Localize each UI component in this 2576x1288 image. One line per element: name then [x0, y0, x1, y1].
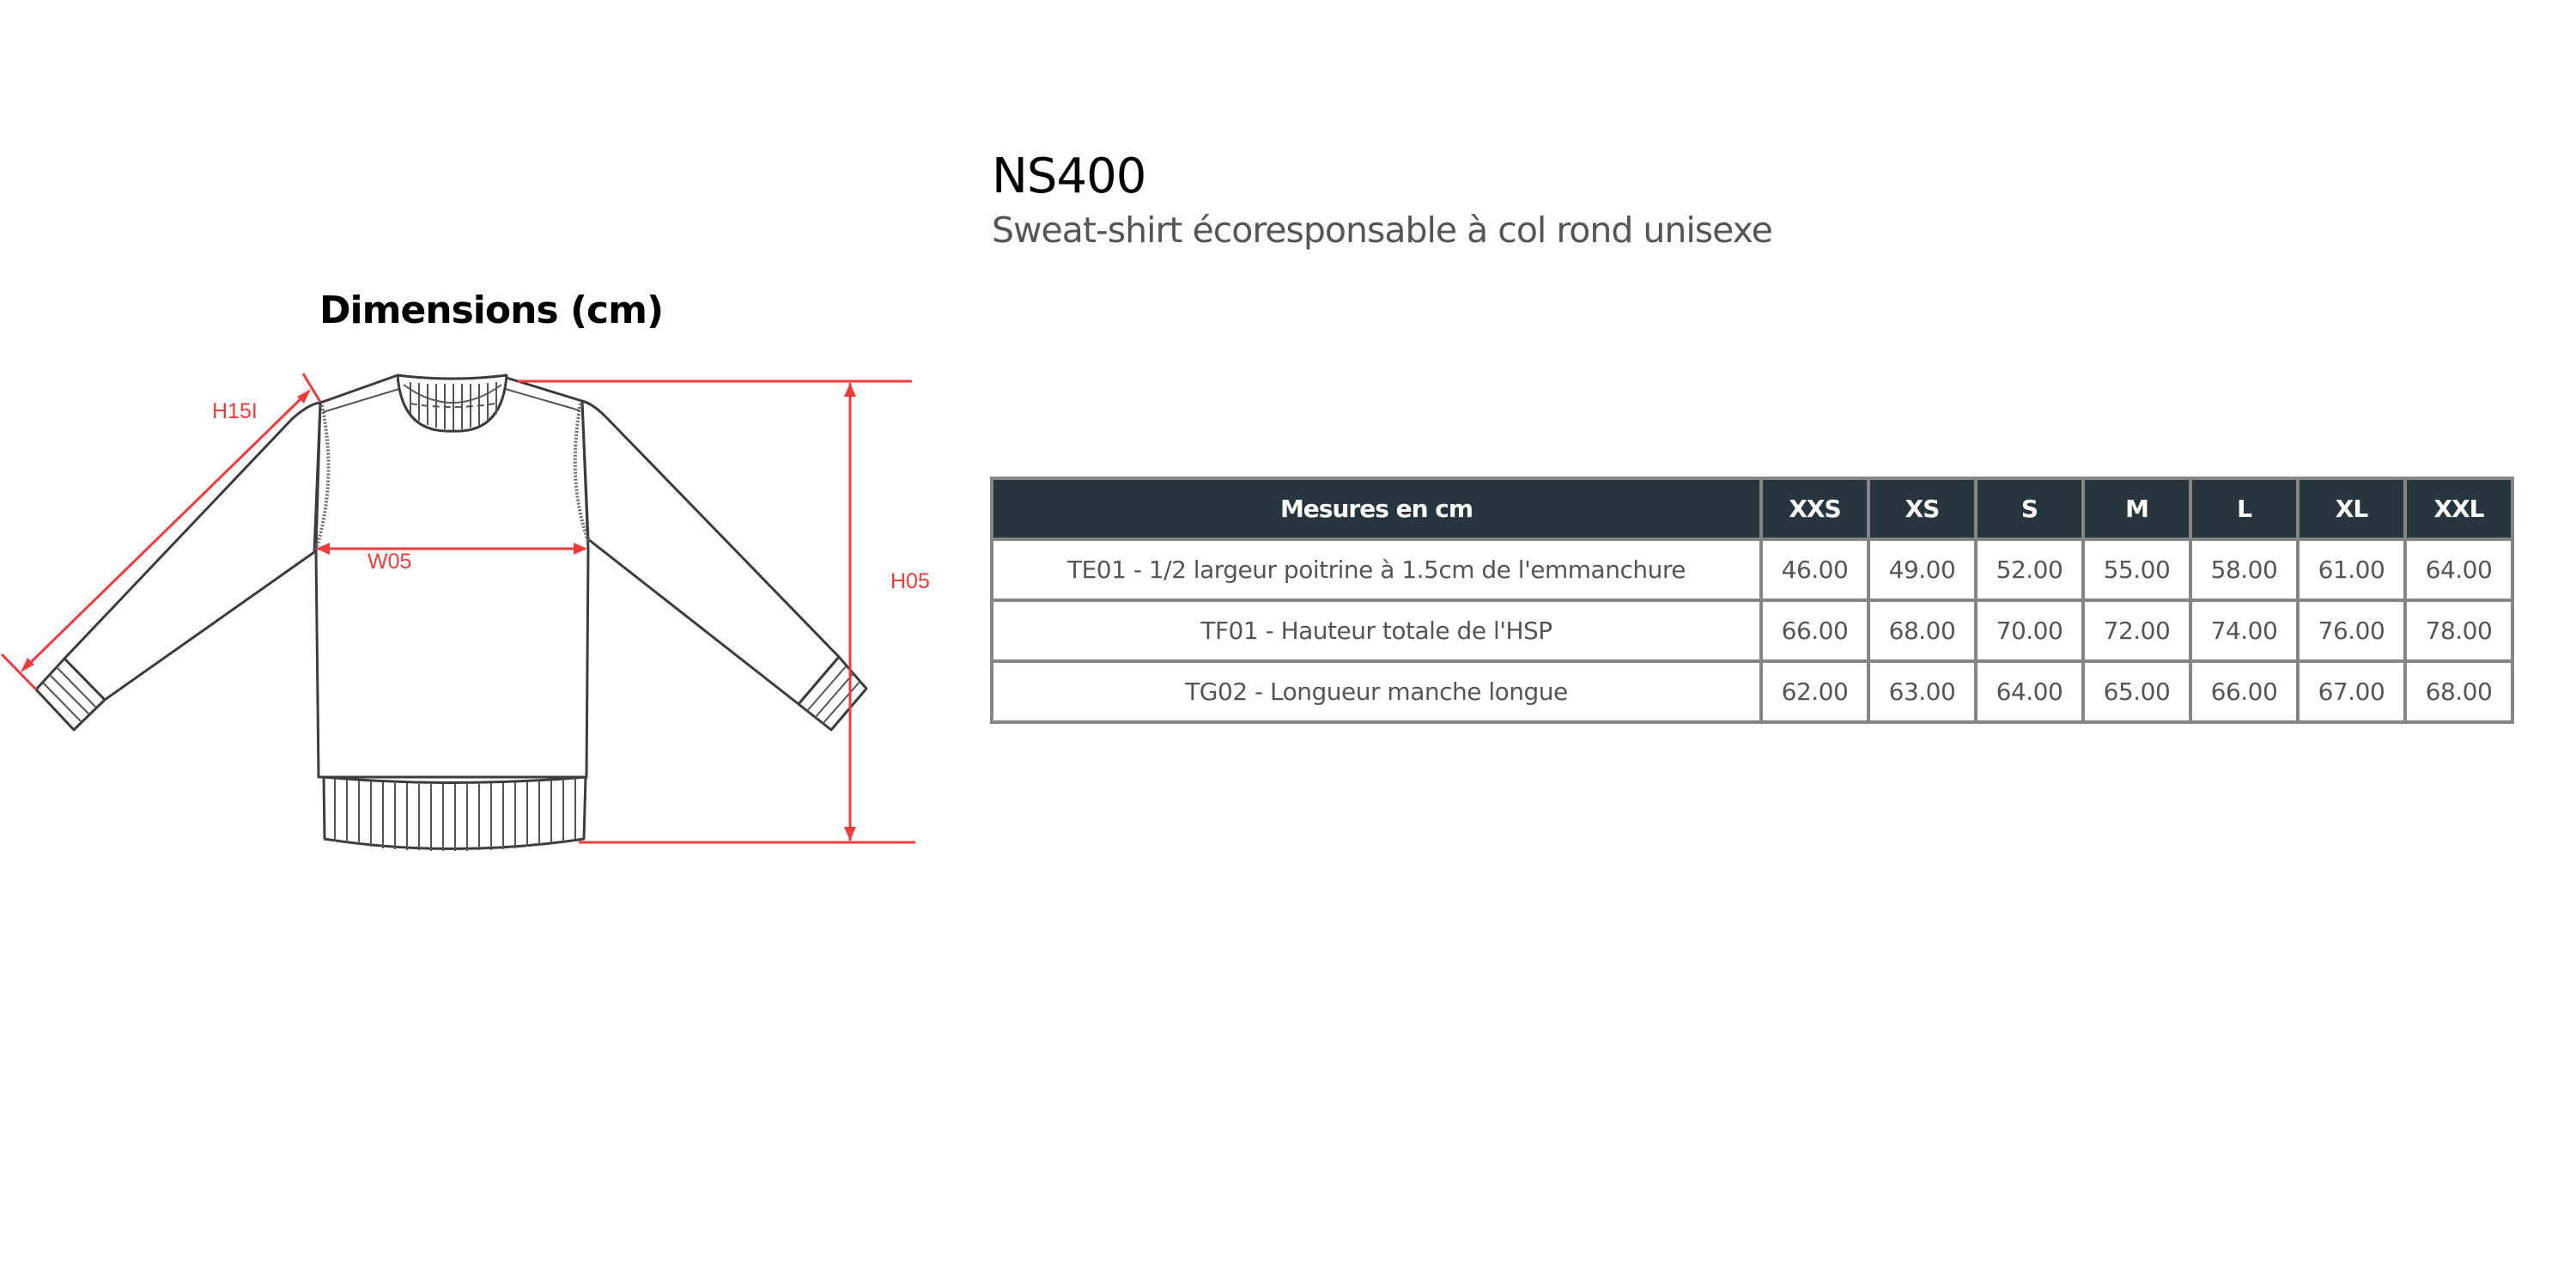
table-cell: 67.00: [2296, 659, 2407, 724]
arrowhead-icon: [21, 658, 34, 672]
column-header-xl: XL: [2296, 477, 2407, 541]
column-header-xxs: XXS: [1759, 477, 1870, 541]
arrowhead-icon: [316, 543, 330, 555]
size-chart-table: Mesures en cm XXS XS S M L XL XXL TE01 -…: [990, 477, 2514, 724]
body-outline: [314, 374, 590, 779]
left-armhole-seam: [314, 404, 331, 550]
table-cell: 49.00: [1867, 538, 1978, 602]
table-cell: 72.00: [2081, 598, 2192, 663]
table-row: TG02 - Longueur manche longue 62.00 63.0…: [990, 659, 2514, 724]
height-dimension-label: H05: [890, 569, 930, 593]
height-dimension: [518, 380, 915, 844]
table-cell: 68.00: [2403, 659, 2514, 724]
right-sleeve-outline: [580, 399, 841, 706]
sweatshirt-diagram: H15I W05 H05: [0, 373, 930, 851]
table-cell: 61.00: [2296, 538, 2407, 602]
collar: [396, 374, 508, 433]
table-cell: 68.00: [1867, 598, 1978, 663]
column-header-m: M: [2081, 477, 2192, 541]
table-cell: 63.00: [1867, 659, 1978, 724]
row-label: TF01 - Hauteur totale de l'HSP: [990, 598, 1763, 663]
arrowhead-icon: [574, 543, 587, 555]
sleeve-dimension-label: H15I: [212, 399, 258, 423]
arrowhead-icon: [844, 827, 856, 841]
right-armhole-seam: [573, 403, 590, 542]
product-code: NS400: [992, 149, 1146, 204]
table-header-row: Mesures en cm XXS XS S M L XL XXL: [990, 477, 2514, 541]
table-cell: 62.00: [1759, 659, 1870, 724]
row-label: TG02 - Longueur manche longue: [990, 659, 1763, 724]
column-header-xxl: XXL: [2403, 477, 2514, 541]
row-label: TE01 - 1/2 largeur poitrine à 1.5cm de l…: [990, 538, 1763, 602]
table-row: TF01 - Hauteur totale de l'HSP 66.00 68.…: [990, 598, 2514, 663]
table-cell: 64.00: [2403, 538, 2514, 602]
product-name: Sweat-shirt écoresponsable à col rond un…: [992, 210, 1773, 251]
table-cell: 66.00: [2189, 659, 2300, 724]
table-cell: 55.00: [2081, 538, 2192, 602]
hem-rib: [322, 775, 587, 851]
dimensions-title: Dimensions (cm): [319, 289, 664, 332]
arrowhead-icon: [844, 383, 856, 397]
column-header-s: S: [1974, 477, 2085, 541]
table-cell: 65.00: [2081, 659, 2192, 724]
table-row: TE01 - 1/2 largeur poitrine à 1.5cm de l…: [990, 538, 2514, 602]
column-header-measure: Mesures en cm: [990, 477, 1763, 541]
table-cell: 52.00: [1974, 538, 2085, 602]
right-shoulder-seam: [501, 387, 580, 411]
column-header-xs: XS: [1867, 477, 1978, 541]
table-cell: 78.00: [2403, 598, 2514, 663]
chest-width-dimension: [316, 543, 587, 555]
table-cell: 64.00: [1974, 659, 2085, 724]
table-cell: 74.00: [2189, 598, 2300, 663]
arrowhead-icon: [297, 389, 311, 404]
sleeve-length-dimension: [0, 373, 322, 691]
table-cell: 70.00: [1974, 598, 2085, 663]
column-header-l: L: [2189, 477, 2300, 541]
left-shoulder-seam: [322, 387, 403, 413]
table-cell: 58.00: [2189, 538, 2300, 602]
left-sleeve-outline: [63, 401, 322, 702]
table-cell: 46.00: [1759, 538, 1870, 602]
table-cell: 76.00: [2296, 598, 2407, 663]
chest-dimension-label: W05: [368, 550, 411, 574]
table-cell: 66.00: [1759, 598, 1870, 663]
left-cuff: [34, 657, 106, 732]
